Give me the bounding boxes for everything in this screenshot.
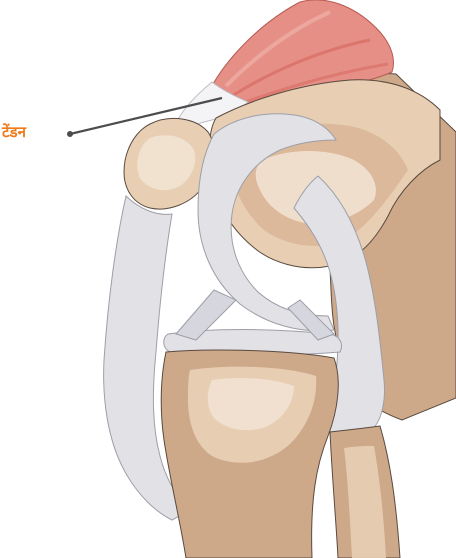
tendon-label: टेंडन <box>2 123 26 141</box>
pointer-dot-icon <box>67 131 73 137</box>
